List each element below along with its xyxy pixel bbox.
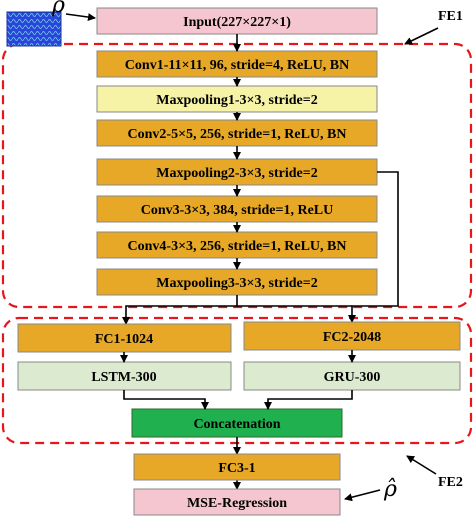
- layer-conv2-label: Conv2-5×5, 256, stride=1, ReLU, BN: [128, 127, 347, 142]
- fe2-connectors: [120, 350, 356, 490]
- layer-fc3-label: FC3-1: [218, 461, 255, 476]
- layer-lstm-label: LSTM-300: [91, 370, 156, 385]
- signal-image-thumbnail-icon: [6, 11, 62, 47]
- layer-fc2-label: FC2-2048: [323, 330, 381, 345]
- layer-maxpool2-label: Maxpooling2-3×3, stride=2: [156, 166, 317, 181]
- layer-fc3: FC3-1: [133, 453, 341, 481]
- connector-maxpool3-to-fc1: [122, 295, 238, 325]
- layer-lstm: LSTM-300: [17, 361, 232, 391]
- layer-concatenation-label: Concatenation: [193, 417, 280, 432]
- layer-gru-label: GRU-300: [324, 370, 381, 385]
- layer-conv2: Conv2-5×5, 256, stride=1, ReLU, BN: [96, 119, 378, 147]
- fe2-pointer-arrow: [406, 455, 437, 475]
- layer-concatenation: Concatenation: [131, 408, 343, 438]
- layer-fc1: FC1-1024: [17, 323, 232, 353]
- layer-mse-regression: MSE-Regression: [133, 488, 341, 516]
- output-arrow: [344, 489, 381, 502]
- layer-maxpool1: Maxpooling1-3×3, stride=2: [96, 85, 378, 113]
- layer-maxpool3-label: Maxpooling3-3×3, stride=2: [156, 276, 317, 291]
- layer-conv1: Conv1-11×11, 96, stride=4, ReLU, BN: [96, 50, 378, 78]
- output-rho-hat-symbol: ρ̂: [383, 477, 397, 502]
- layer-input-label: Input(227×227×1): [183, 15, 291, 30]
- fe1-pointer-arrow: [404, 27, 439, 45]
- layer-conv1-label: Conv1-11×11, 96, stride=4, ReLU, BN: [125, 58, 349, 73]
- layer-conv4: Conv4-3×3, 256, stride=1, ReLU, BN: [96, 231, 378, 259]
- layer-conv3: Conv3-3×3, 384, stride=1, ReLU: [96, 195, 378, 223]
- layer-input: Input(227×227×1): [96, 7, 378, 35]
- layer-conv4-label: Conv4-3×3, 256, stride=1, ReLU, BN: [128, 239, 347, 254]
- fe1-label: FE1: [438, 9, 463, 24]
- layer-maxpool1-label: Maxpooling1-3×3, stride=2: [156, 93, 317, 108]
- layer-maxpool3: Maxpooling3-3×3, stride=2: [96, 268, 378, 296]
- input-rho-symbol: ρ: [51, 0, 65, 18]
- layer-conv3-label: Conv3-3×3, 384, stride=1, ReLU: [141, 203, 334, 218]
- layer-maxpool2: Maxpooling2-3×3, stride=2: [96, 158, 378, 186]
- layer-gru: GRU-300: [243, 361, 461, 391]
- layer-fc2: FC2-2048: [243, 321, 461, 351]
- skip-connection-maxpool2-to-fc2: [348, 171, 399, 323]
- input-arrow: [65, 13, 96, 22]
- fe2-label: FE2: [438, 475, 463, 490]
- layer-mse-regression-label: MSE-Regression: [187, 496, 287, 511]
- layer-fc1-label: FC1-1024: [95, 332, 153, 347]
